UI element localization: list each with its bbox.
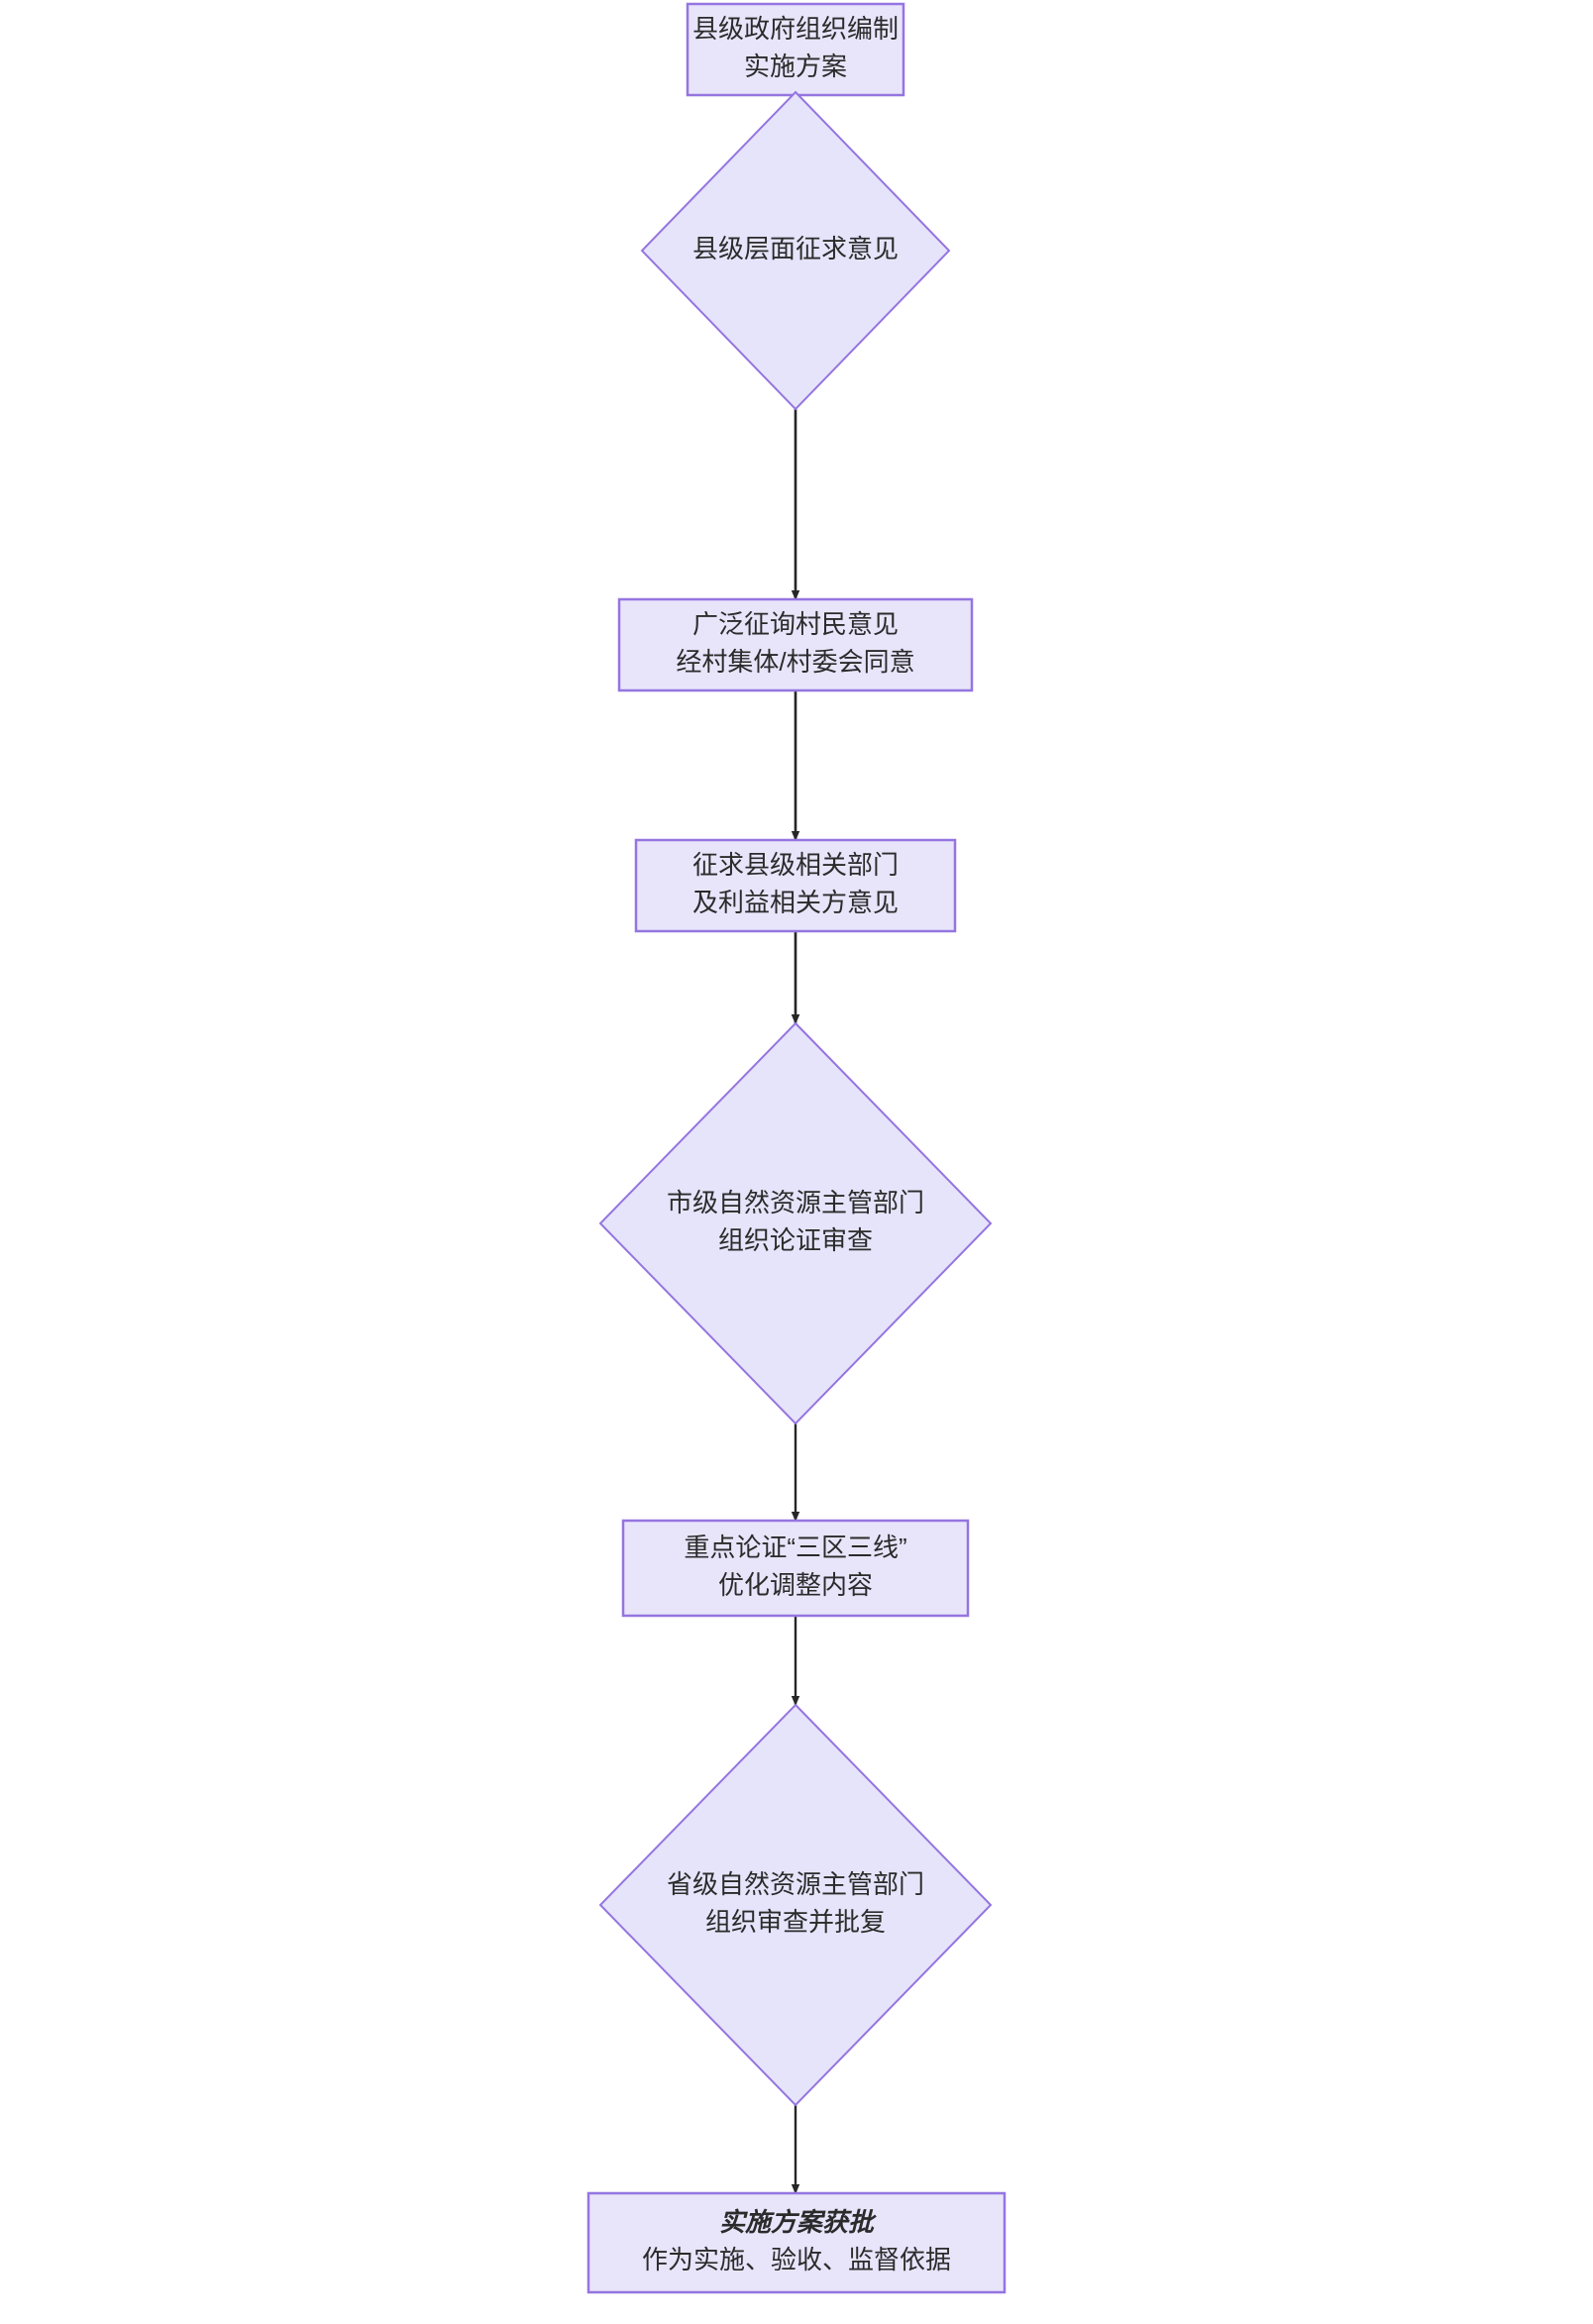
- node-label-line: 组织审查并批复: [705, 1907, 886, 1937]
- process-shape[interactable]: [617, 597, 974, 692]
- decision-shape[interactable]: [598, 1021, 993, 1426]
- process-shape[interactable]: [634, 838, 957, 933]
- node-label-line: 作为实施、验收、监督依据: [642, 2245, 951, 2274]
- flow-node-n6[interactable]: 重点论证“三区三线” 优化调整内容: [621, 1519, 970, 1618]
- node-label-line: 实施方案: [744, 52, 847, 81]
- flow-node-n2[interactable]: 县级层面征求意见: [640, 90, 951, 411]
- node-label-line: 县级政府组织编制: [692, 14, 899, 44]
- process-shape[interactable]: [621, 1519, 970, 1618]
- node-label-line: 省级自然资源主管部门: [667, 1869, 924, 1899]
- node-label-line: 组织论证审查: [718, 1225, 873, 1255]
- node-label-line: 征求县级相关部门: [692, 850, 899, 880]
- node-label-line: 优化调整内容: [718, 1570, 873, 1600]
- node-label-line: 重点论证“三区三线”: [684, 1532, 906, 1562]
- node-label-line: 广泛征询村民意见: [692, 609, 899, 639]
- process-shape[interactable]: [586, 2191, 1007, 2294]
- decision-shape[interactable]: [640, 90, 951, 411]
- node-label-line: 及利益相关方意见: [692, 888, 899, 917]
- node-label-line: 县级层面征求意见: [692, 234, 899, 264]
- nodes-layer: 县级政府组织编制实施方案县级层面征求意见广泛征询村民意见经村集体/村委会同意征求…: [586, 2, 1007, 2294]
- node-label-line: 经村集体/村委会同意: [676, 647, 914, 677]
- node-label-line: 市级自然资源主管部门: [667, 1188, 924, 1217]
- decision-shape[interactable]: [598, 1703, 993, 2107]
- node-label-line: 实施方案获批: [719, 2207, 877, 2237]
